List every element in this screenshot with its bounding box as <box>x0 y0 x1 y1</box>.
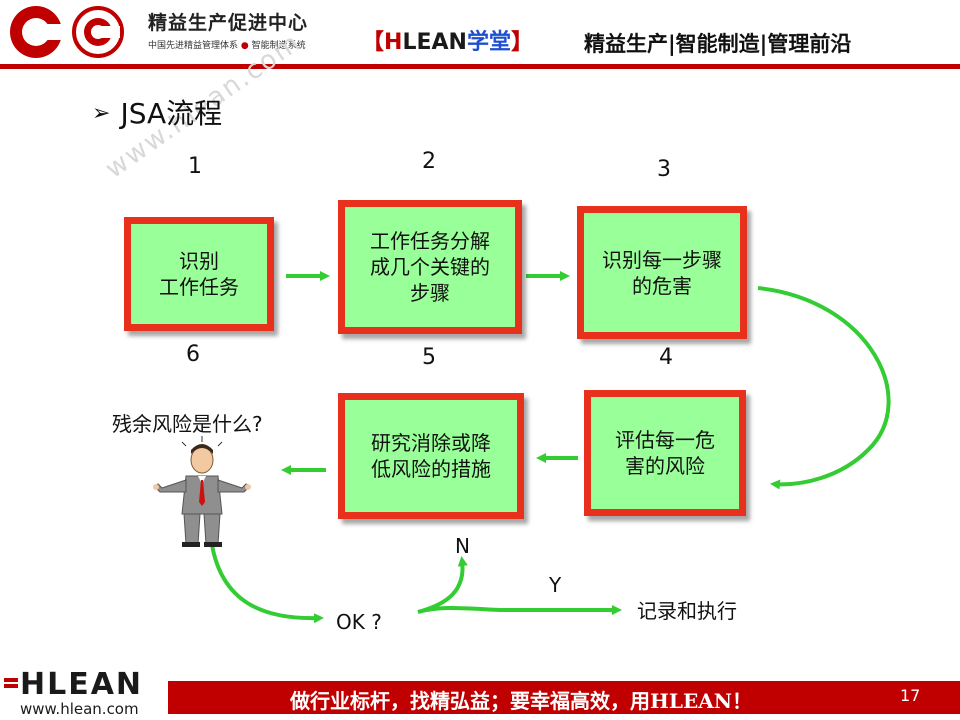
bullet-arrow-icon: ➢ <box>92 101 111 126</box>
footer-slogan: 做行业标杆，找精弘益；要幸福高效，用HLEAN！ <box>290 689 753 713</box>
company-logo-icon <box>10 6 124 58</box>
arrow-3-to-4 <box>757 286 891 490</box>
step-box-2: 工作任务分解 成几个关键的 步骤 <box>338 200 522 334</box>
ok-decision-label: OK ? <box>336 610 382 634</box>
company-subtitle-2: 智能制造系统 <box>251 41 306 51</box>
worried-person-icon <box>153 436 251 547</box>
step-box-3: 识别每一步骤 的危害 <box>577 206 747 339</box>
no-branch-label: N <box>455 534 470 558</box>
page-title: ➢ JSA流程 <box>92 92 222 132</box>
page-title-text: JSA流程 <box>120 97 223 130</box>
step-box-2-text: 工作任务分解 成几个关键的 步骤 <box>345 207 515 327</box>
step-number-2: 2 <box>422 149 436 174</box>
step-number-5: 5 <box>422 345 436 370</box>
step-number-4: 4 <box>659 345 673 370</box>
step-number-6: 6 <box>186 342 200 367</box>
step-number-3: 3 <box>657 157 671 182</box>
company-subtitle-1: 中国先进精益管理体系 <box>148 41 239 51</box>
header: 精益生产促进中心 中国先进精益管理体系 ● 智能制造系统 【HLEAN学堂】 精… <box>0 0 960 70</box>
company-name: 精益生产促进中心 <box>148 12 309 34</box>
tag-h: H <box>384 30 403 55</box>
footer-url: www.hlean.com <box>20 700 139 718</box>
tag-bracket-open: 【 <box>362 30 385 55</box>
separator-dot: ● <box>240 41 249 51</box>
hlean-academy-tag: 【HLEAN学堂】 <box>362 24 533 56</box>
step-box-5: 研究消除或降 低风险的措施 <box>338 393 524 519</box>
yes-branch-label: Y <box>549 573 562 597</box>
footer-bar <box>168 681 960 714</box>
step-box-5-text: 研究消除或降 低风险的措施 <box>345 400 517 512</box>
header-slogan: 精益生产|智能制造|管理前沿 <box>584 32 852 56</box>
step-box-1-text: 识别 工作任务 <box>131 224 267 324</box>
arrow-person-to-ok <box>210 544 324 624</box>
footer-logo-text: HLEAN <box>20 667 143 702</box>
residual-risk-question: 残余风险是什么? <box>112 412 263 436</box>
step-number-1: 1 <box>188 154 202 179</box>
tag-bracket-close: 】 <box>510 30 533 55</box>
hlean-footer-logo: HLEAN <box>4 667 143 702</box>
page-number: 17 <box>900 686 921 705</box>
header-divider <box>0 64 960 69</box>
arrow-ok-to-n <box>417 556 468 614</box>
tag-xuetang: 学堂 <box>466 30 511 55</box>
step-box-4-text: 评估每一危 害的风险 <box>591 397 739 509</box>
company-subtitle: 中国先进精益管理体系 ● 智能制造系统 <box>148 38 306 51</box>
tag-lean: LEAN <box>402 30 467 55</box>
step-box-3-text: 识别每一步骤 的危害 <box>584 213 740 332</box>
step-box-4: 评估每一危 害的风险 <box>584 390 746 516</box>
step-box-1: 识别 工作任务 <box>124 217 274 331</box>
arrow-ok-to-record <box>417 605 622 615</box>
record-and-execute-label: 记录和执行 <box>637 599 737 623</box>
